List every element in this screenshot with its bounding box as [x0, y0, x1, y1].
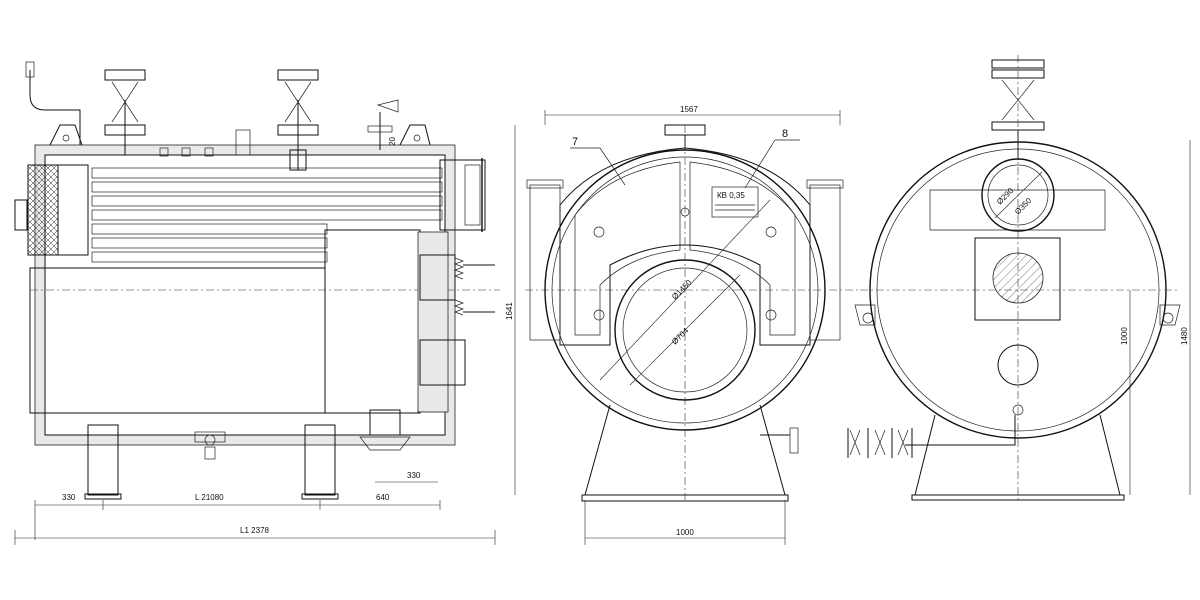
thermometer [29, 70, 81, 145]
support-leg-rear [304, 424, 336, 496]
drain-flange [194, 431, 226, 443]
dim-axis-height: 1000 [1120, 327, 1129, 345]
dim-base-width: 1000 [676, 528, 694, 537]
dim-shell-diameter: Ø1450 [670, 278, 694, 302]
nozzle-1 [104, 69, 146, 155]
drain-valves [847, 428, 913, 458]
dim-rear-offset: 330 [407, 471, 421, 480]
nameplate-text: КВ 0,35 [717, 191, 745, 200]
burner-plate [974, 237, 1061, 321]
nozzle-2 [277, 69, 319, 171]
lifting-lug-rear [399, 124, 431, 146]
dim-rear: 640 [376, 493, 390, 502]
side-handle [14, 199, 28, 231]
dim-outer-diameter: Ø350 [1013, 196, 1034, 217]
inspection-port [419, 339, 466, 386]
burner-port [419, 254, 456, 301]
door-frame [559, 147, 811, 346]
vent-height-dim: 20 [388, 137, 397, 146]
front-smoke-box [27, 164, 59, 256]
lifting-lug-front [49, 124, 83, 146]
front-view: КВ 0,35 Ø1450 Ø704 1567 1641 1000 7 [505, 105, 860, 545]
dim-length: L 21080 [195, 493, 224, 502]
drain-box [369, 409, 401, 436]
drain-pipe [905, 415, 1016, 446]
nameplate [711, 186, 759, 218]
dim-inner-diameter: Ø290 [995, 186, 1016, 207]
side-view: 20 330 L 21080 640 330 L1 2378 [14, 61, 500, 545]
callout-plate: 8 [782, 128, 788, 140]
dim-width: 1567 [680, 105, 698, 114]
fire-tubes [91, 167, 443, 263]
dim-height: 1641 [505, 302, 514, 320]
door-left [574, 161, 681, 336]
dim-left-offset: 330 [62, 493, 76, 502]
rear-view: Ø290 Ø350 1000 1480 [847, 55, 1191, 501]
dim-furnace-diameter: Ø704 [670, 326, 691, 347]
vent-valve [367, 99, 399, 150]
flue-outlet [439, 159, 486, 231]
rear-flue-box [929, 189, 1106, 231]
callout-door: 7 [572, 136, 578, 148]
dim-total-height: 1480 [1180, 327, 1189, 345]
dim-total-length: L1 2378 [240, 526, 269, 535]
support-leg-front [87, 424, 119, 496]
rear-support [914, 414, 1121, 496]
